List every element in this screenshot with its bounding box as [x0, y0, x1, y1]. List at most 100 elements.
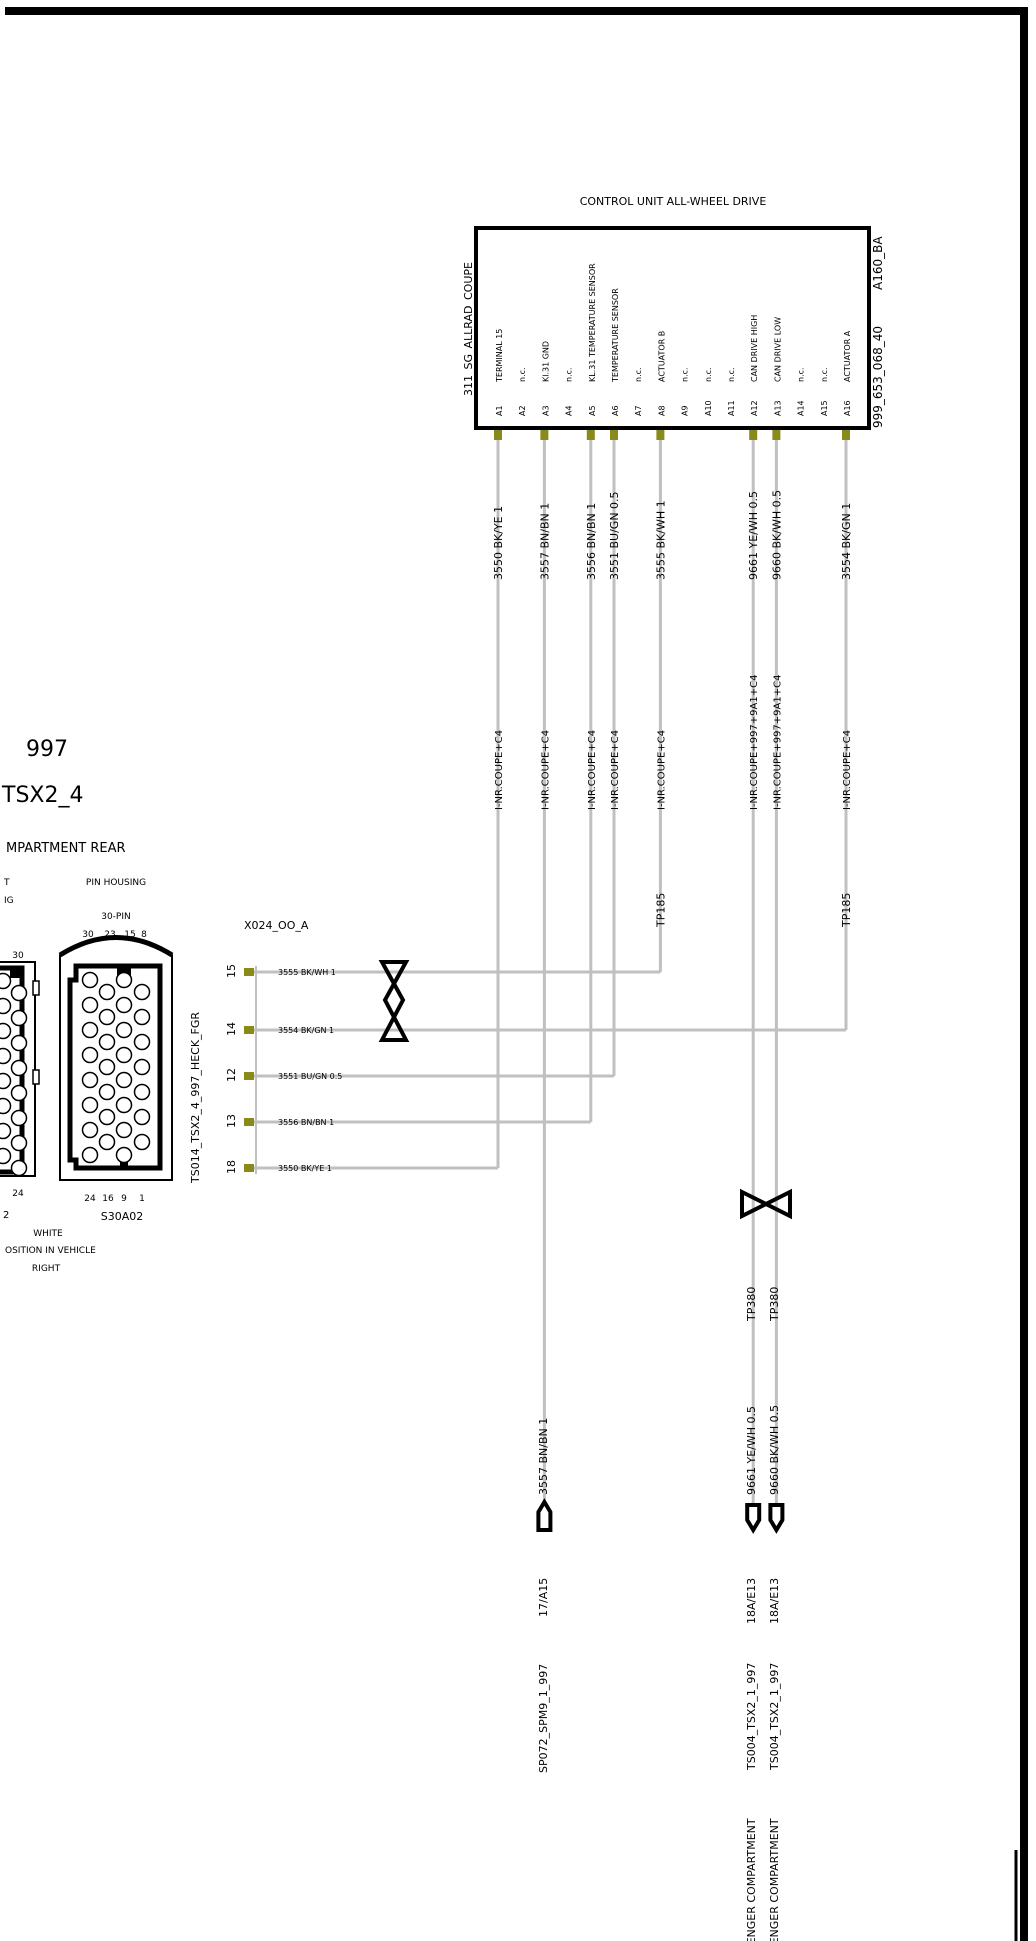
cu-pin-label: ACTUATOR B — [657, 331, 666, 382]
cut-housing-cavity — [10, 1159, 28, 1177]
cu-pin-number: A15 — [820, 400, 829, 416]
pin-18a-e13-b: 18A/E13 — [768, 1578, 781, 1624]
connector-color: WHITE — [33, 1229, 63, 1239]
harness-label: I-NR.COUPE+C4 — [587, 730, 598, 810]
control-unit-title: CONTROL UNIT ALL-WHEEL DRIVE — [580, 195, 767, 208]
terminal-9661 — [745, 1503, 762, 1534]
x024-wire-label: 3550 BK/YE 1 — [278, 1164, 332, 1173]
x024-pin-marker — [244, 968, 254, 976]
harness-label: I-NR.COUPE+997+9A1+C4 — [749, 675, 760, 810]
cut-housing-cavity — [0, 972, 12, 990]
cut-housing-cavity — [0, 1047, 12, 1065]
housing-cavity — [98, 983, 116, 1001]
cu-pin-label: TEMPERATURE SENSOR — [611, 288, 620, 383]
left-connector[interactable]: 997 TSX2_4 MPARTMENT REAR T IG PIN HOUSI… — [1, 737, 309, 1274]
cu-pin-number: A10 — [704, 400, 713, 416]
cut-housing-cavity — [0, 1022, 12, 1040]
cut-bottom-label: 2 — [3, 1210, 9, 1221]
cu-pin-label: n.c. — [634, 367, 643, 382]
cu-pin-label: n.c. — [727, 367, 736, 382]
tp-label: TP185 — [654, 893, 667, 928]
x024-pin-number: 13 — [225, 1114, 238, 1128]
sp072-label: SP072_SPM9_1_997 — [537, 1664, 550, 1773]
ts004-label-b: TS004_TSX2_1_997 — [768, 1663, 781, 1771]
wire-label: 3551 BU/GN 0.5 — [608, 491, 621, 580]
cu-pin-number: A14 — [797, 400, 806, 416]
housing-cavity — [115, 971, 133, 989]
wire-label: 9661 YE/WH 0.5 — [747, 491, 760, 580]
housing-cavity — [81, 1146, 99, 1164]
cu-pin-label: n.c. — [565, 367, 574, 382]
wire-label: 3554 BK/GN 1 — [840, 503, 853, 580]
tp380-a: TP380 — [745, 1287, 758, 1322]
bottom-pin-1: 1 — [139, 1194, 145, 1204]
lower-wire-9661: 9661 YE/WH 0.5 — [745, 1406, 758, 1495]
housing-cavity — [81, 1071, 99, 1089]
pin-18a-e13-a: 18A/E13 — [745, 1578, 758, 1624]
twist-marker — [378, 960, 410, 1042]
cu-pin-number: A5 — [588, 405, 597, 416]
cu-pin-label: n.c. — [681, 367, 690, 382]
x024-wire-label: 3551 BU/GN 0.5 — [278, 1072, 342, 1081]
x024-pin-number: 12 — [225, 1068, 238, 1082]
lower-wire-3557: 3557 BN/BN 1 — [537, 1418, 550, 1495]
housing-cavity — [115, 1121, 133, 1139]
cu-pin-number: A2 — [518, 405, 527, 416]
cu-pin-number: A4 — [565, 405, 574, 416]
tp380-b: TP380 — [768, 1287, 781, 1322]
bottom-pin-9: 9 — [121, 1194, 127, 1204]
housing-cavity — [81, 1021, 99, 1039]
cut-housing-key — [10, 968, 20, 978]
cu-pin-number: A13 — [773, 400, 782, 416]
cu-pin-number: A9 — [681, 405, 690, 416]
housing-cavity — [98, 1058, 116, 1076]
tp-label: TP185 — [840, 893, 853, 928]
control-unit-box[interactable] — [474, 226, 871, 430]
housing-cavity — [133, 1108, 151, 1126]
pin-housing-drawing — [0, 935, 174, 1181]
connector-cut-label-2: IG — [4, 896, 14, 906]
top-pin-23: 23 — [104, 930, 115, 940]
x024-pin-marker — [244, 1026, 254, 1034]
housing-cavity — [115, 1096, 133, 1114]
housing-cavity — [98, 1033, 116, 1051]
housing-cavity — [133, 983, 151, 1001]
x024-pin-marker — [244, 1164, 254, 1172]
cu-pin-label: TERMINAL 15 — [495, 329, 504, 383]
cu-pin-label: n.c. — [797, 367, 806, 382]
housing-cavity — [133, 1133, 151, 1151]
wire-pin-stub — [772, 430, 781, 440]
cu-pin-label: CAN DRIVE HIGH — [750, 315, 759, 382]
cu-pin-label: CAN DRIVE LOW — [773, 317, 782, 382]
cut-housing-cavity — [0, 997, 12, 1015]
ts004-label-a: TS004_TSX2_1_997 — [745, 1663, 758, 1771]
housing-cavity — [98, 1133, 116, 1151]
cu-pin-number: A6 — [611, 405, 620, 416]
terminal-9660 — [768, 1503, 785, 1534]
wire-pin-stub — [749, 430, 758, 440]
housing-cavity — [81, 1096, 99, 1114]
x024-wire-label: 3556 BN/BN 1 — [278, 1118, 334, 1127]
cu-pin-label: KL.31 TEMPERATURE SENSOR — [588, 263, 597, 382]
cu-pin-number: A16 — [843, 400, 852, 416]
top-pin-15: 15 — [124, 930, 135, 940]
housing-cavity — [133, 1083, 151, 1101]
housing-cavity — [81, 1046, 99, 1064]
x024-wire-label: 3555 BK/WH 1 — [278, 968, 336, 977]
cu-pin-label: Kl.31 GND — [541, 341, 550, 382]
housing-cavity — [115, 1021, 133, 1039]
cut-housing-cavity — [10, 1084, 28, 1102]
left-pin-30: 30 — [12, 951, 24, 961]
cu-pin-label: n.c. — [820, 367, 829, 382]
connector-cut-label-1: T — [3, 878, 10, 888]
wire-label: 3557 BN/BN 1 — [538, 503, 551, 580]
terminal-3557 — [536, 1498, 553, 1532]
cu-pin-label: n.c. — [704, 367, 713, 382]
control-unit[interactable]: CONTROL UNIT ALL-WHEEL DRIVE 311_SG_ALLR… — [462, 195, 885, 430]
cut-housing-cavity — [0, 1122, 12, 1140]
cut-housing-latch — [32, 1069, 40, 1085]
harness-label: I-NR.COUPE+C4 — [540, 730, 551, 810]
connector-name: TSX2_4 — [1, 783, 83, 808]
